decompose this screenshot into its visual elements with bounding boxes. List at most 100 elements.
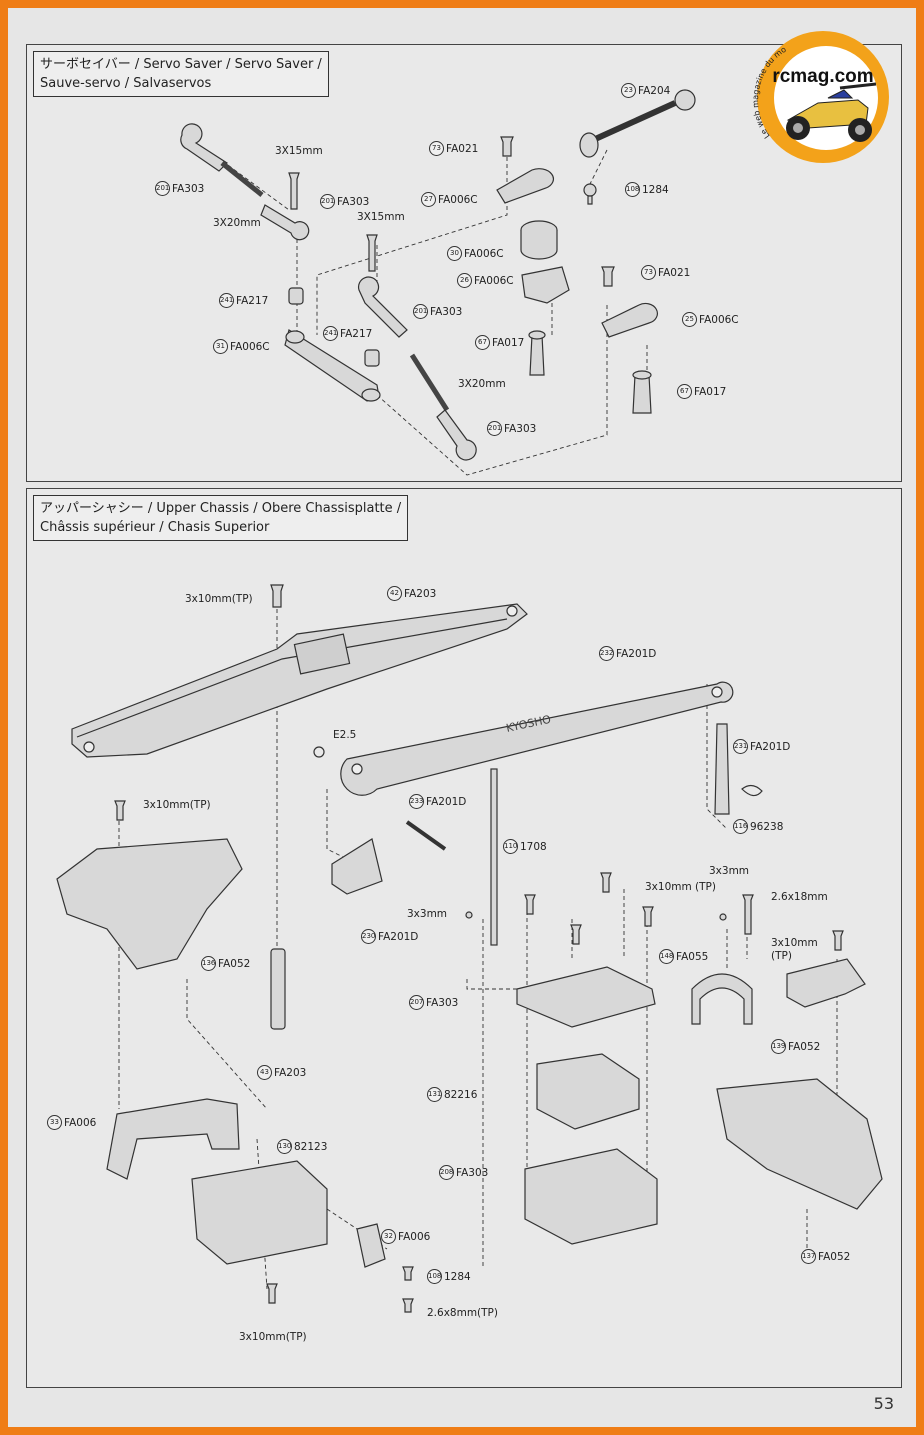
part-number: FA006C <box>230 340 270 353</box>
callout-number: 110 <box>503 839 518 854</box>
callout-number: 31 <box>213 339 228 354</box>
part-size: 3x10mm(TP) <box>143 799 211 811</box>
callout-number: 139 <box>771 1039 786 1054</box>
part-size: 3X15mm <box>275 145 323 157</box>
label-servo-1: 3X15mm <box>275 145 323 157</box>
part-size: 3x3mm <box>709 865 750 877</box>
callout-number: 201 <box>320 194 335 209</box>
threaded-rod-part <box>220 161 264 197</box>
part-number: FA006C <box>438 193 478 206</box>
servo-saver-title: サーボセイバー / Servo Saver / Servo Saver / Sa… <box>33 51 329 97</box>
part-number: FA303 <box>456 1166 489 1179</box>
part-number: FA017 <box>492 336 525 349</box>
logo-brand: rcmag.com <box>772 66 873 87</box>
callout-number: 108 <box>625 182 640 197</box>
part-number: FA303 <box>172 182 205 195</box>
callout-number: 148 <box>659 949 674 964</box>
kyosho-link-rod-part <box>340 681 734 796</box>
part-size: 3x3mm <box>407 908 448 920</box>
front-mount-part <box>56 838 243 970</box>
callout-number: 207 <box>409 995 424 1010</box>
upper-chassis-title: アッパーシャシー / Upper Chassis / Obere Chassis… <box>33 495 409 541</box>
callout-number: 30 <box>447 246 462 261</box>
label-chassis-0: 3x10mm(TP) <box>185 593 253 605</box>
callout-number: 42 <box>387 586 402 601</box>
part-number: FA201D <box>750 740 791 753</box>
part-size: E2.5 <box>333 729 357 741</box>
part-number: FA201D <box>616 647 657 660</box>
servo-saver-title-line2: Sauve-servo / Salvaservos <box>40 76 212 91</box>
part-number: FA006C <box>699 313 739 326</box>
part-number: FA052 <box>818 1250 851 1263</box>
part-size: (TP) <box>771 950 792 962</box>
page-number: 53 <box>873 1394 894 1413</box>
upper-chassis-panel: アッパーシャシー / Upper Chassis / Obere Chassis… <box>26 488 902 1388</box>
callout-number: 23 <box>621 83 636 98</box>
part-number: FA303 <box>430 305 463 318</box>
label-servo-18: 3X20mm <box>458 378 506 390</box>
callout-number: 67 <box>475 335 490 350</box>
label-chassis-28: 2.6x8mm(TP) <box>427 1307 498 1319</box>
part-number: FA006 <box>64 1116 97 1129</box>
part-number: FA021 <box>658 266 691 279</box>
label-chassis-5: 3x10mm(TP) <box>143 799 211 811</box>
part-size: 3x10mm (TP) <box>645 881 716 893</box>
callout-number: 131 <box>427 1087 442 1102</box>
callout-number: 67 <box>677 384 692 399</box>
label-servo-3: 3X20mm <box>213 217 261 229</box>
callout-number: 232 <box>599 646 614 661</box>
part-number: FA006 <box>398 1230 431 1243</box>
part-number: FA303 <box>337 195 370 208</box>
part-number: 1284 <box>642 183 669 196</box>
part-size: 3X15mm <box>357 211 405 223</box>
part-size: 3x10mm(TP) <box>239 1331 307 1343</box>
rod-end-part <box>180 123 228 172</box>
logo-buggy-icon <box>786 82 877 142</box>
callout-number: 27 <box>421 192 436 207</box>
rcmag-logo-graphic: rcmag.com Le web magazine du modelisme <box>744 21 889 163</box>
part-number: FA006C <box>474 274 514 287</box>
callout-number: 230 <box>361 929 376 944</box>
callout-number: 73 <box>641 265 656 280</box>
callout-number: 208 <box>439 1165 454 1180</box>
callout-number: 33 <box>47 1115 62 1130</box>
part-number: FA055 <box>676 950 709 963</box>
upper-chassis-diagram: KYOSHO <box>56 584 883 1313</box>
manual-page: サーボセイバー / Servo Saver / Servo Saver / Sa… <box>8 8 916 1427</box>
callout-number: 43 <box>257 1065 272 1080</box>
rcmag-logo: rcmag.com Le web magazine du modelisme <box>744 21 898 166</box>
part-size: 2.6x8mm(TP) <box>427 1307 498 1319</box>
servo-part <box>191 1160 328 1265</box>
label-chassis-3: E2.5 <box>333 729 356 741</box>
part-number: FA303 <box>504 422 537 435</box>
callout-number: 73 <box>429 141 444 156</box>
part-number: FA303 <box>426 996 459 1009</box>
